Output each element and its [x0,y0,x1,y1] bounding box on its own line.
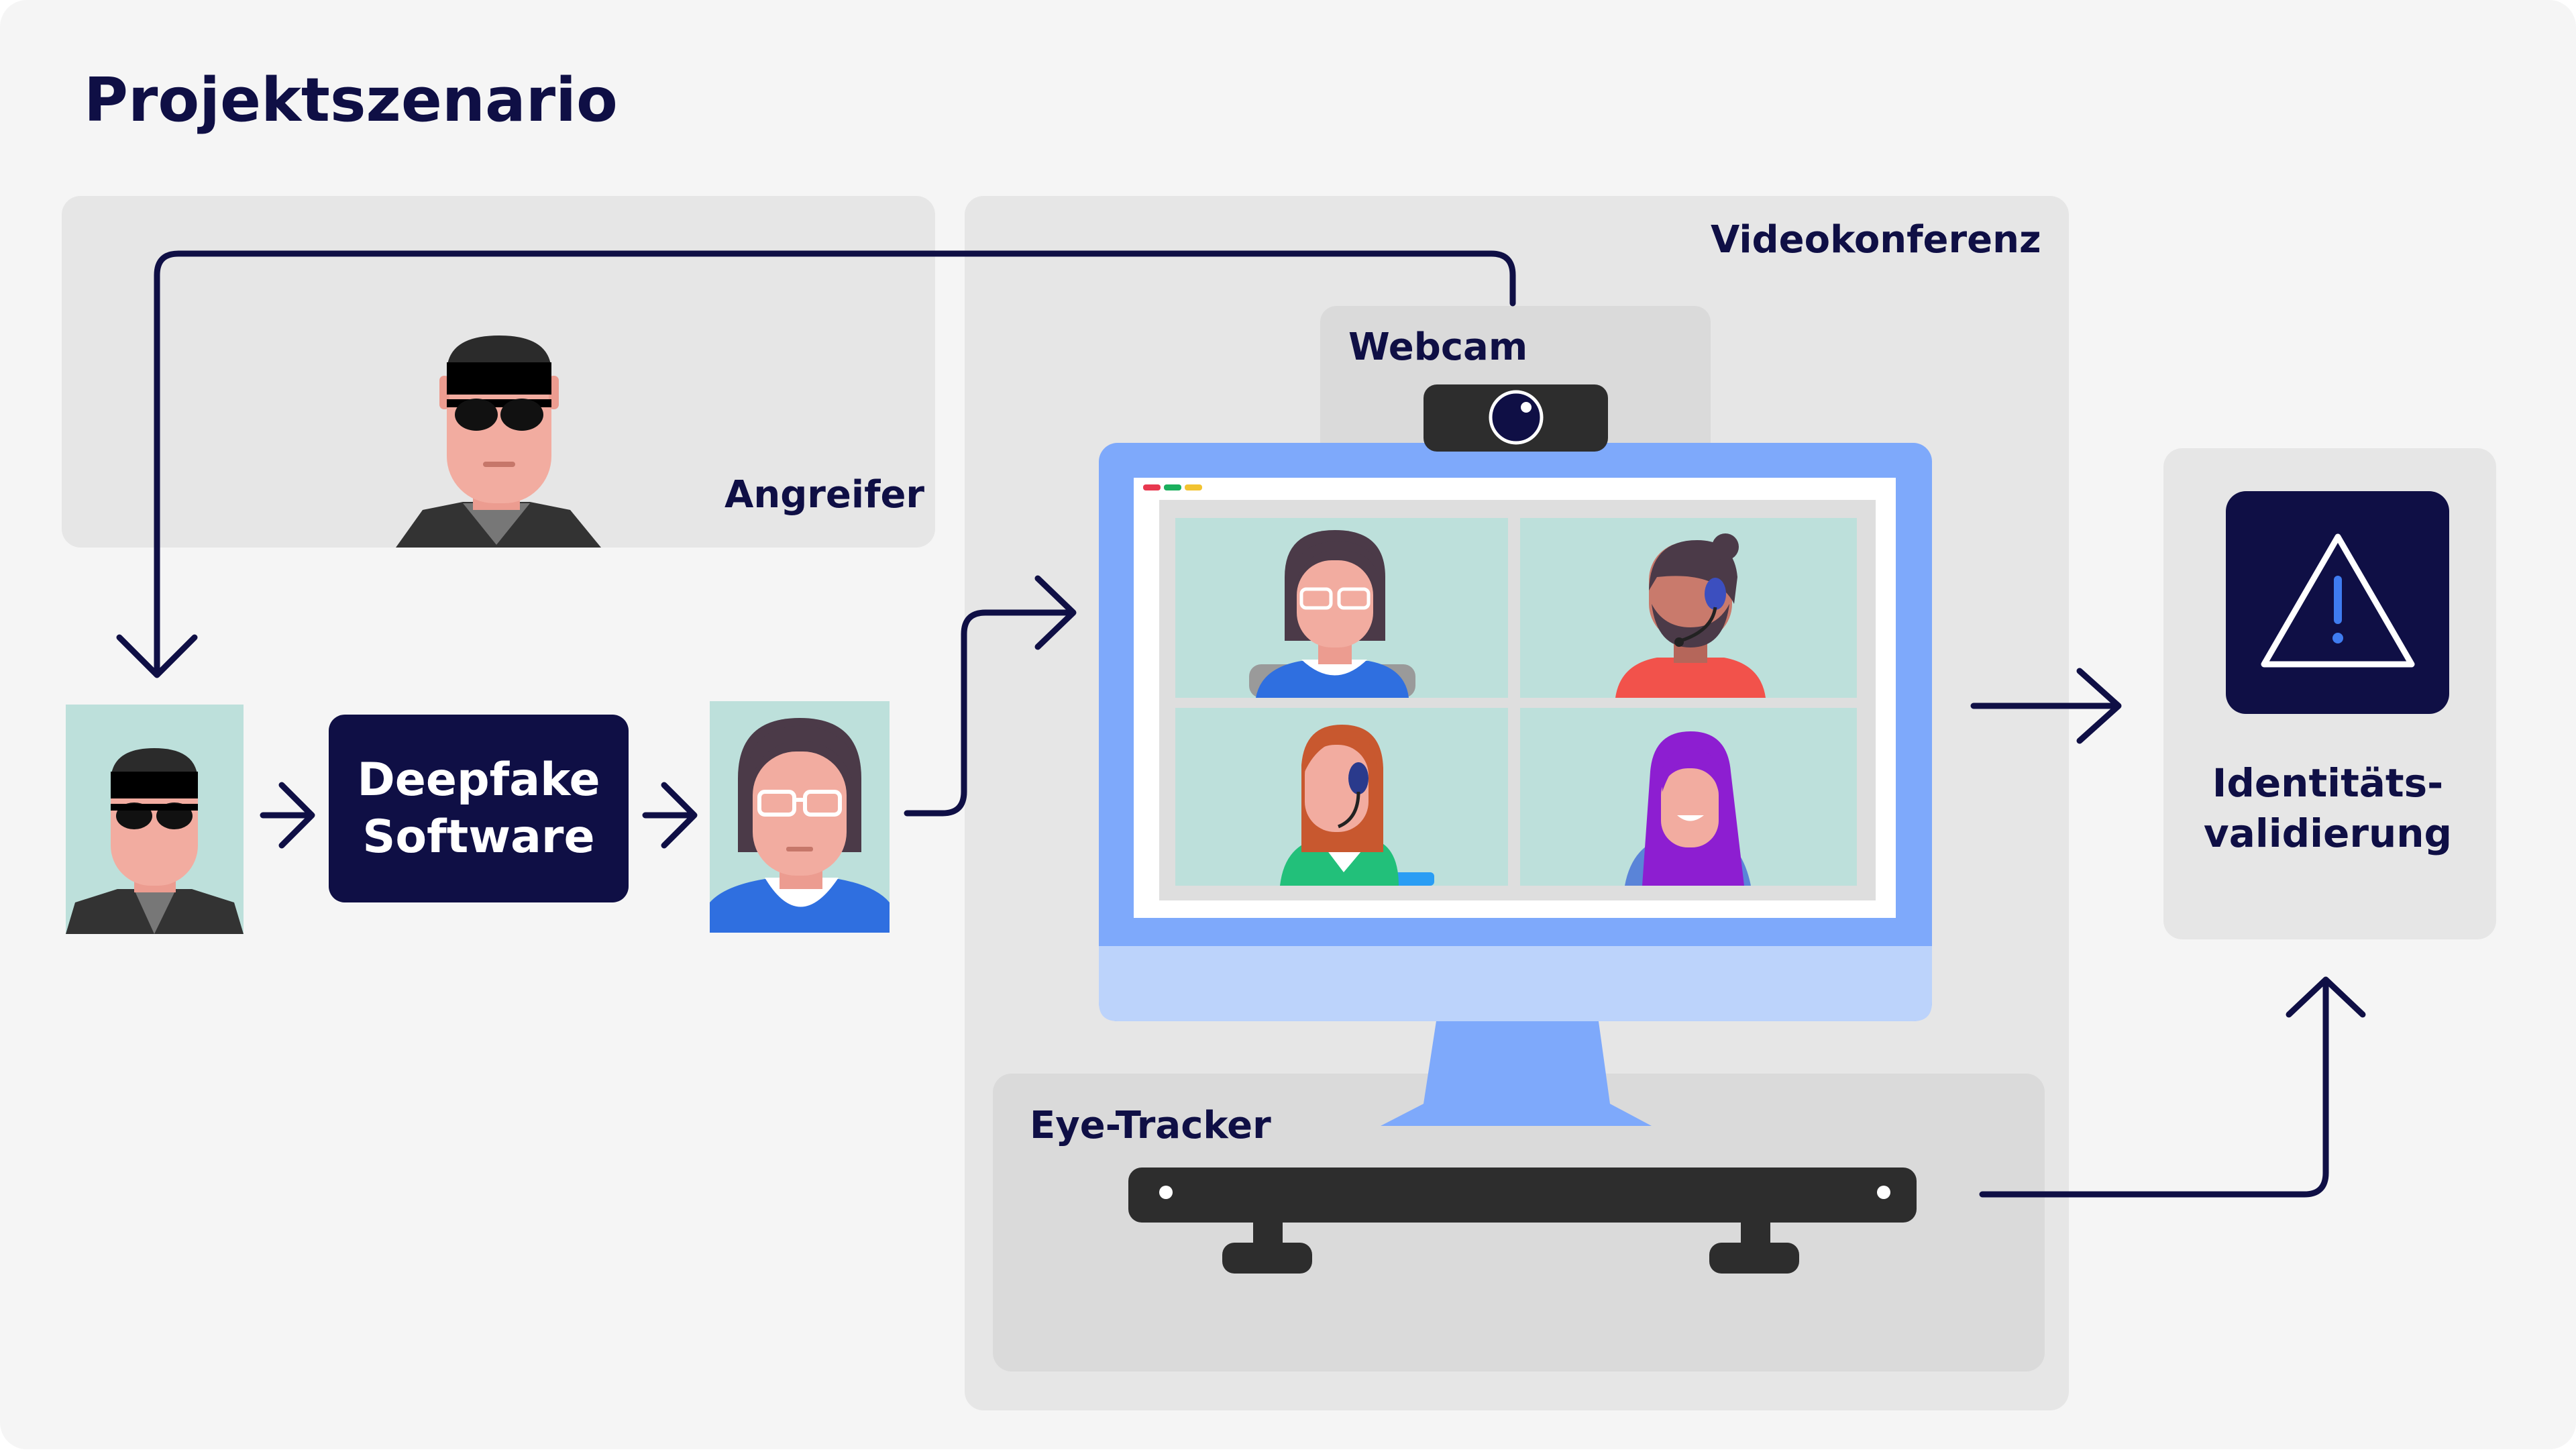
deepfake-software-label: Deepfake Software [329,715,629,902]
webcam-label: Webcam [1348,325,1528,369]
deepfake-label-line2: Software [362,811,595,864]
arrow-to-monitor-icon [904,575,1077,817]
warning-box [2226,491,2449,714]
feedback-arrow-line [154,250,1516,676]
eye-tracker-label: Eye-Tracker [1030,1104,1271,1147]
call-participant-1 [1175,518,1508,698]
arrow-right-icon [260,782,315,849]
attacker-avatar-tile [66,705,244,934]
page-title: Projektszenario [84,65,618,136]
deepfake-avatar-tile [710,701,890,933]
identity-label-line1: Identitäts- [2212,760,2444,806]
arrow-right-icon [642,782,698,849]
camera-lens-icon [1489,390,1544,445]
call-participant-4 [1520,708,1857,886]
attacker-label: Angreifer [724,473,925,517]
identity-label-line2: validierung [2203,811,2453,857]
arrow-right-icon [1970,668,2122,744]
deepfake-label-line1: Deepfake [357,754,600,807]
attacker-figure [396,335,601,548]
arrow-down-icon [116,634,198,678]
identity-validation-label: Identitäts- validierung [2163,758,2492,860]
deepfake-software-box [329,715,629,902]
arrow-up-icon [1979,976,2366,1198]
call-participant-2 [1520,518,1857,698]
warning-triangle-icon [2261,533,2415,668]
conference-label: Videokonferenz [1711,218,2041,262]
webcam-device [1424,384,1608,452]
eye-tracker-device [1128,1168,1917,1274]
call-participant-3 [1175,708,1508,886]
